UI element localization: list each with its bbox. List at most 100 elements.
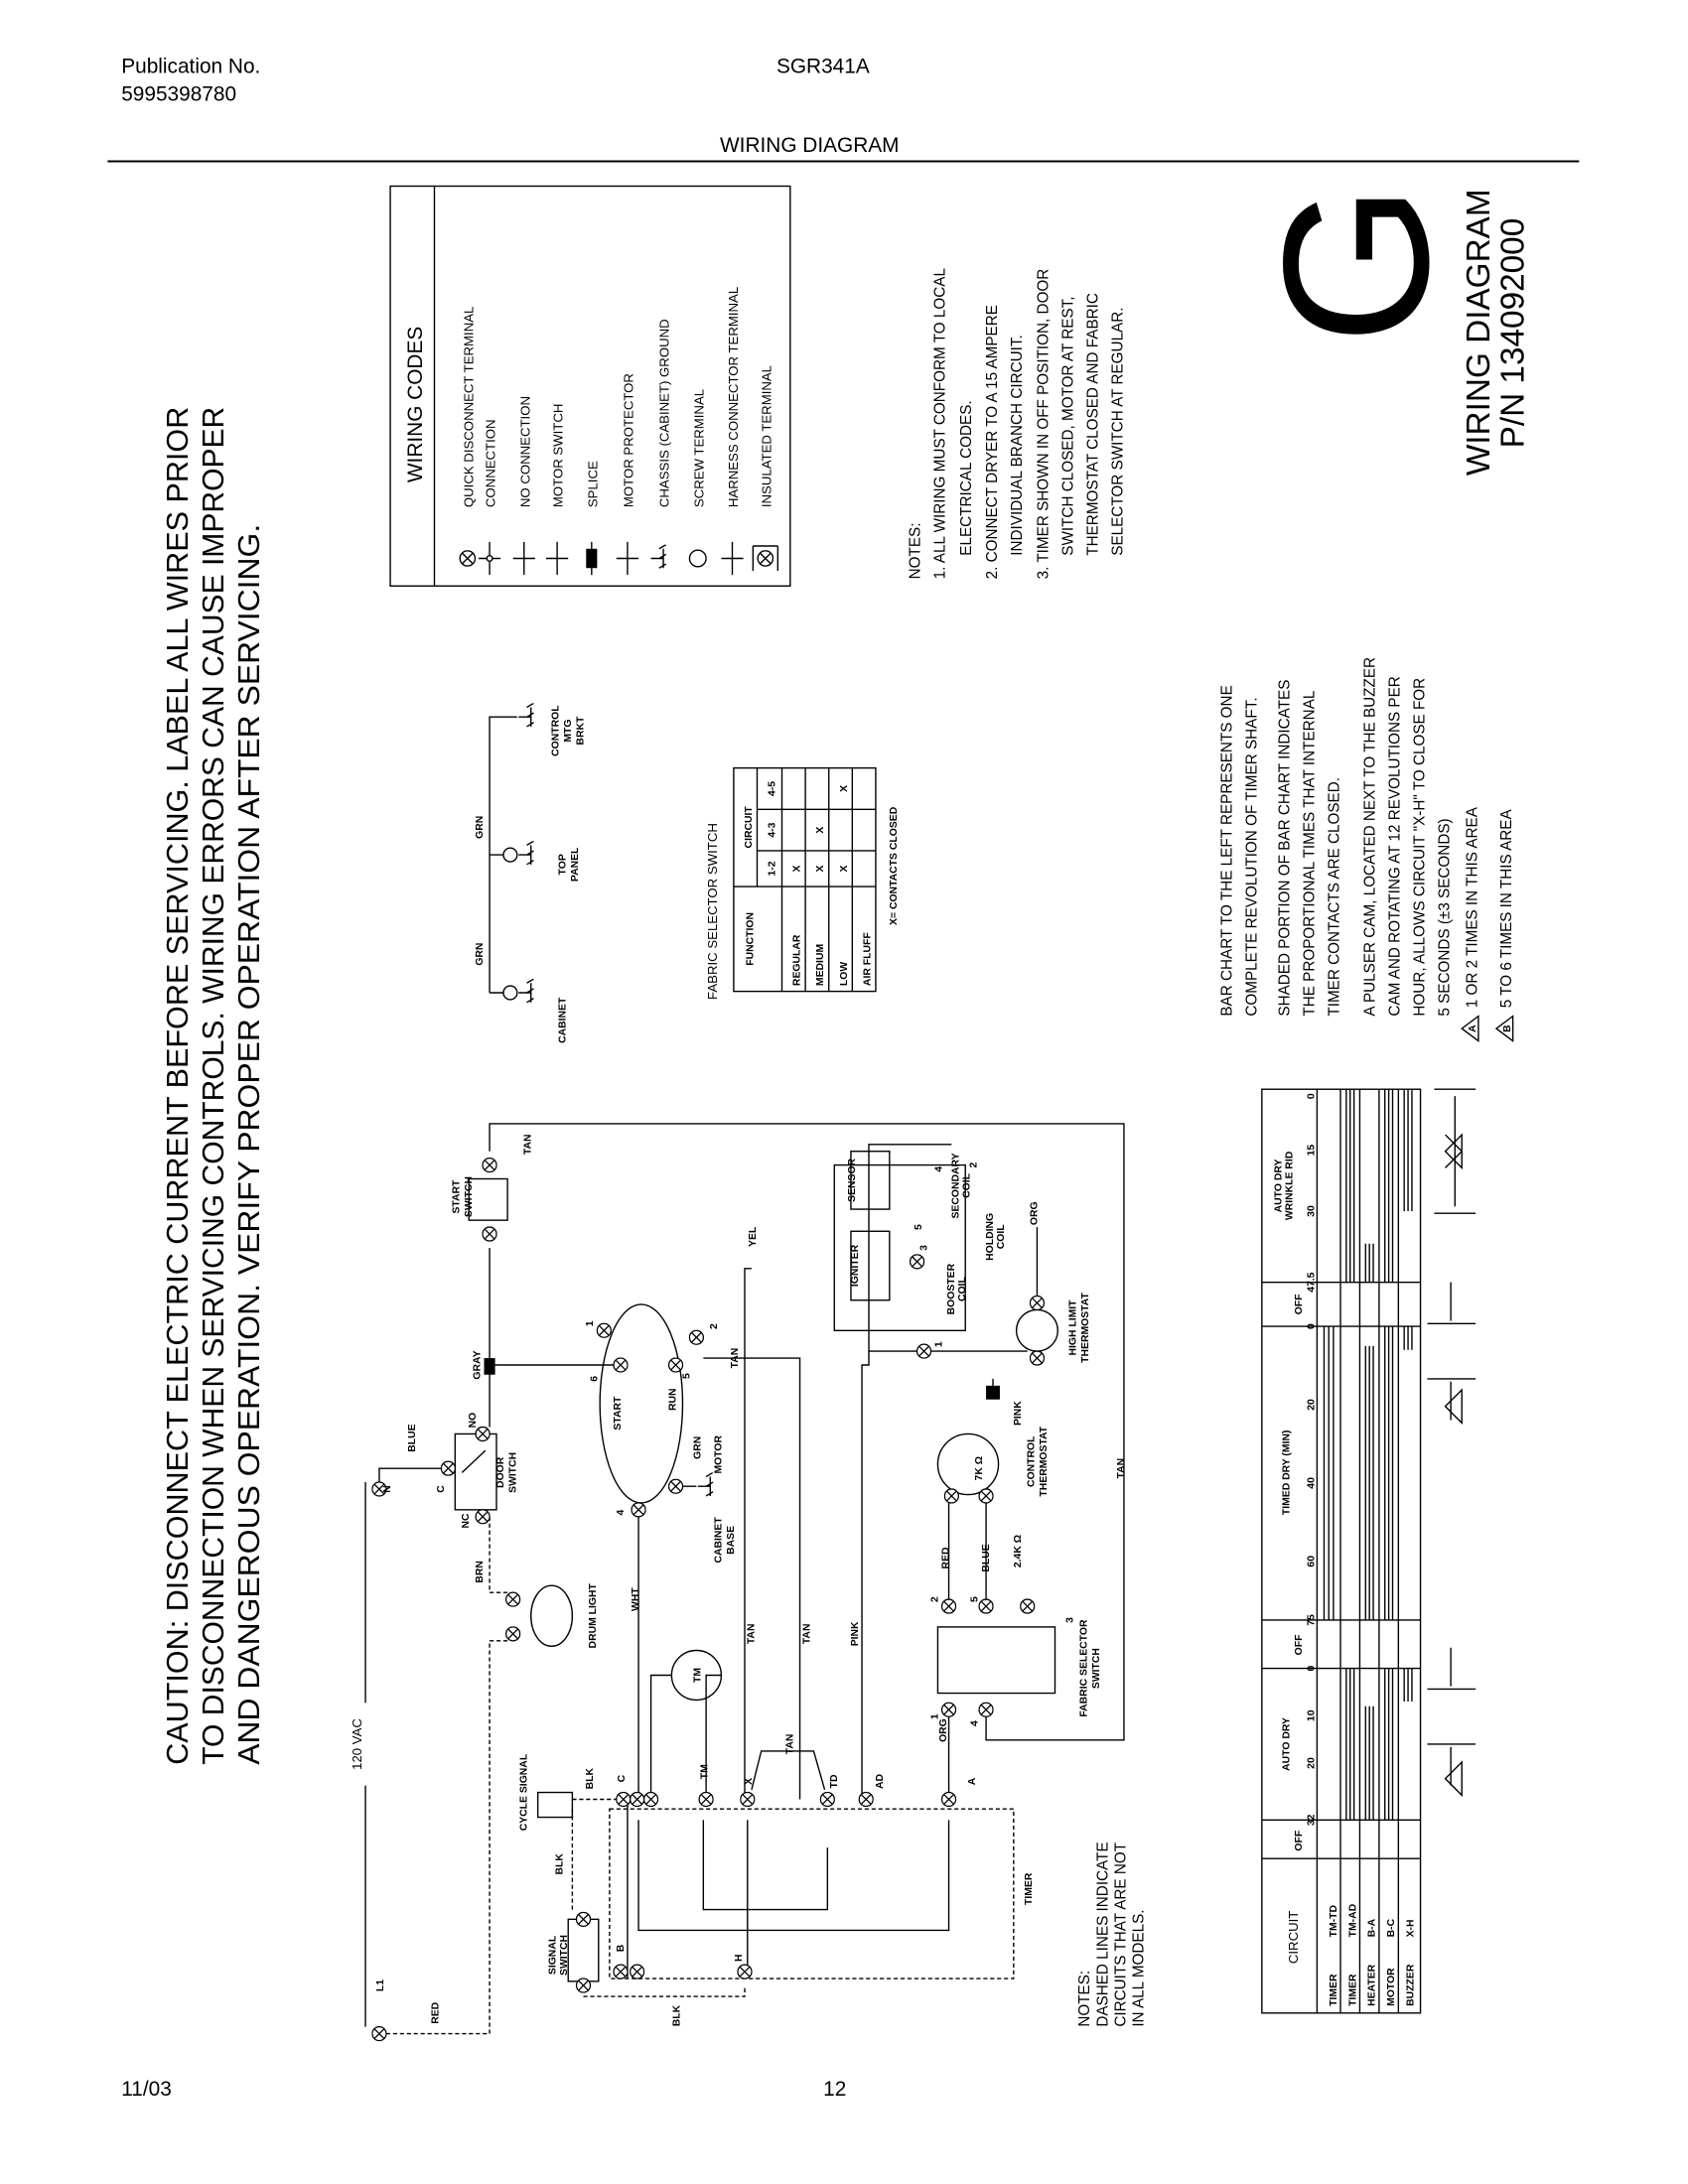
circuit-label: TM-AD	[1347, 1903, 1358, 1937]
legend-border	[389, 185, 791, 587]
quick-disconnect-terminal-icon	[505, 1626, 521, 1642]
quick-disconnect-terminal-icon	[475, 1426, 491, 1442]
quick-disconnect-terminal-icon	[1029, 1350, 1046, 1366]
control-thermostat	[936, 1433, 1000, 1496]
note-line: CIRCUITS THAT ARE NOT	[1112, 1843, 1129, 2027]
legend-item-label: CONNECTION	[484, 419, 498, 507]
screw-terminal-icon	[502, 985, 518, 1001]
wire-label-g-ctl3: BRKT	[576, 716, 587, 746]
quick-disconnect-terminal-icon	[575, 1978, 592, 1993]
closed-bar	[1384, 1326, 1394, 1620]
circuit-col: 4-5	[768, 781, 778, 796]
quick-disconnect-terminal-icon	[1020, 1598, 1036, 1614]
ground-icon	[517, 979, 535, 1004]
wire-label-yel: YEL	[748, 1226, 759, 1247]
quick-disconnect-terminal-icon	[613, 1357, 629, 1373]
device-label: TIMER	[1329, 1974, 1339, 2006]
quick-disconnect-terminal-icon	[630, 1964, 645, 1979]
marker-b-letter: B	[1502, 1024, 1513, 1032]
wire-label-m-start: START	[613, 1396, 624, 1431]
wire-label-hold1: HOLDING	[985, 1213, 996, 1261]
closed-bar	[1364, 1345, 1374, 1620]
splice-icon	[586, 541, 598, 576]
quick-disconnect-terminal-icon	[943, 1488, 959, 1504]
wire-label-tan2: TAN	[730, 1348, 741, 1369]
note-line: SWITCH CLOSED, MOTOR AT REST,	[1060, 296, 1077, 555]
wire-label-red2: RED	[941, 1547, 952, 1569]
note-line: 1. ALL WIRING MUST CONFORM TO LOCAL	[931, 268, 948, 579]
pink-wire	[861, 1144, 952, 1800]
wire-label-motor: MOTOR	[713, 1435, 724, 1474]
legend-item-label: SCREW TERMINAL	[691, 389, 706, 507]
wire-label-pink2: PINK	[1013, 1401, 1024, 1426]
function-cell: MEDIUM	[815, 944, 826, 986]
ground-icon	[697, 1472, 714, 1497]
ground-connections	[489, 703, 535, 1004]
note-line: BAR CHART TO THE LEFT REPRESENTS ONE	[1218, 685, 1235, 1016]
motor-switch-icon	[546, 541, 569, 576]
closed-bar	[1364, 1706, 1374, 1821]
part-number: P/N 134092000	[1495, 218, 1532, 449]
wire-label-n: N	[382, 1485, 393, 1493]
legend-title: WIRING CODES	[404, 327, 427, 482]
caution-line: AND DANGEROUS OPERATION. VERIFY PROPER O…	[232, 524, 266, 1765]
quick-disconnect-terminal-icon	[667, 1478, 684, 1494]
wire-label-tm: TM	[693, 1668, 704, 1683]
quick-disconnect-terminal-icon	[978, 1702, 994, 1717]
wire-label-ctrl1: CONTROL	[1027, 1435, 1038, 1487]
wire-label-igniter: IGNITER	[850, 1244, 861, 1287]
closed-bar	[1384, 1089, 1394, 1283]
note-line: IN ALL MODELS.	[1130, 1909, 1147, 2026]
marker-b-text: 5 TO 6 TIMES IN THIS AREA	[1498, 809, 1515, 1009]
note-line: NOTES:	[1076, 1971, 1093, 2027]
legend-item-label: CHASSIS (CABINET) GROUND	[657, 319, 672, 507]
tick-label: 60	[1307, 1556, 1318, 1568]
quick-disconnect-terminal-icon	[642, 1791, 659, 1808]
wire-label-g-ctl1: CONTROL	[551, 705, 562, 756]
wire-label-gray: GRAY	[472, 1350, 483, 1379]
legend-item-label: MOTOR SWITCH	[551, 404, 566, 508]
wire-label-org2: ORG	[938, 1718, 949, 1742]
wire-label-blk3: BLK	[672, 2004, 683, 2026]
splice-icon	[986, 1385, 1000, 1400]
quick-disconnect-terminal-icon	[475, 1509, 491, 1525]
tick-label: 0	[1307, 1323, 1318, 1329]
wire-label-tan3: TAN	[747, 1624, 758, 1645]
wire-label-tan5: TAN	[1116, 1458, 1127, 1479]
wire-label-g-cab: CABINET	[557, 997, 568, 1043]
device-label: TIMER	[1347, 1974, 1358, 2006]
wire-label-tan6: TAN	[785, 1734, 796, 1755]
note-line: COMPLETE REVOLUTION OF TIMER SHAFT.	[1243, 697, 1260, 1016]
wire-label-t-h: H	[734, 1954, 745, 1962]
contact-cell: X	[839, 865, 850, 872]
wire-label-g-top2: PANEL	[570, 847, 581, 882]
page-number: 12	[823, 2078, 846, 2101]
wire-label-t-x: X	[744, 1778, 755, 1785]
timer-bar-chart: CIRCUIT OFF OFF OFF AUTO DRY TIMED DRY (…	[1261, 1088, 1477, 2014]
wire-label-org1: ORG	[1029, 1201, 1040, 1225]
fabric-selector-table: FABRIC SELECTOR SWITCH FUNCTION CIRCUIT …	[705, 766, 900, 1000]
section-title: AUTO DRY	[1273, 1160, 1284, 1213]
wire-label-m5: 5	[681, 1373, 692, 1379]
closed-bar	[1403, 1089, 1413, 1212]
wire-label-f4: 4	[970, 1720, 981, 1726]
wire-label-grn-m: GRN	[693, 1436, 704, 1459]
quick-disconnect-terminal-icon	[575, 1911, 592, 1927]
wire-label-start1: START	[452, 1179, 463, 1214]
note-line: SELECTOR SWITCH AT REGULAR.	[1110, 307, 1127, 555]
org-red-wires	[947, 1378, 994, 1800]
wire-label-pink1: PINK	[850, 1621, 861, 1646]
table-legend: X= CONTACTS CLOSED	[889, 806, 900, 925]
section-title: WIRING DIAGRAM	[720, 134, 900, 157]
sensor	[850, 1151, 891, 1210]
marker-a	[1427, 1282, 1477, 1426]
quick-disconnect-terminal-icon	[740, 1791, 756, 1808]
ground-icon	[517, 703, 535, 728]
wire-label-v3: 3	[918, 1245, 929, 1251]
quick-disconnect-terminal-icon	[688, 1329, 705, 1345]
tick-label: 0	[1307, 1093, 1318, 1099]
wire-label-boost1: BOOSTER	[946, 1263, 957, 1314]
caution-line: TO DISCONNECTION WHEN SERVICING CONTROLS…	[197, 407, 230, 1765]
off-label: OFF	[1294, 1635, 1305, 1656]
